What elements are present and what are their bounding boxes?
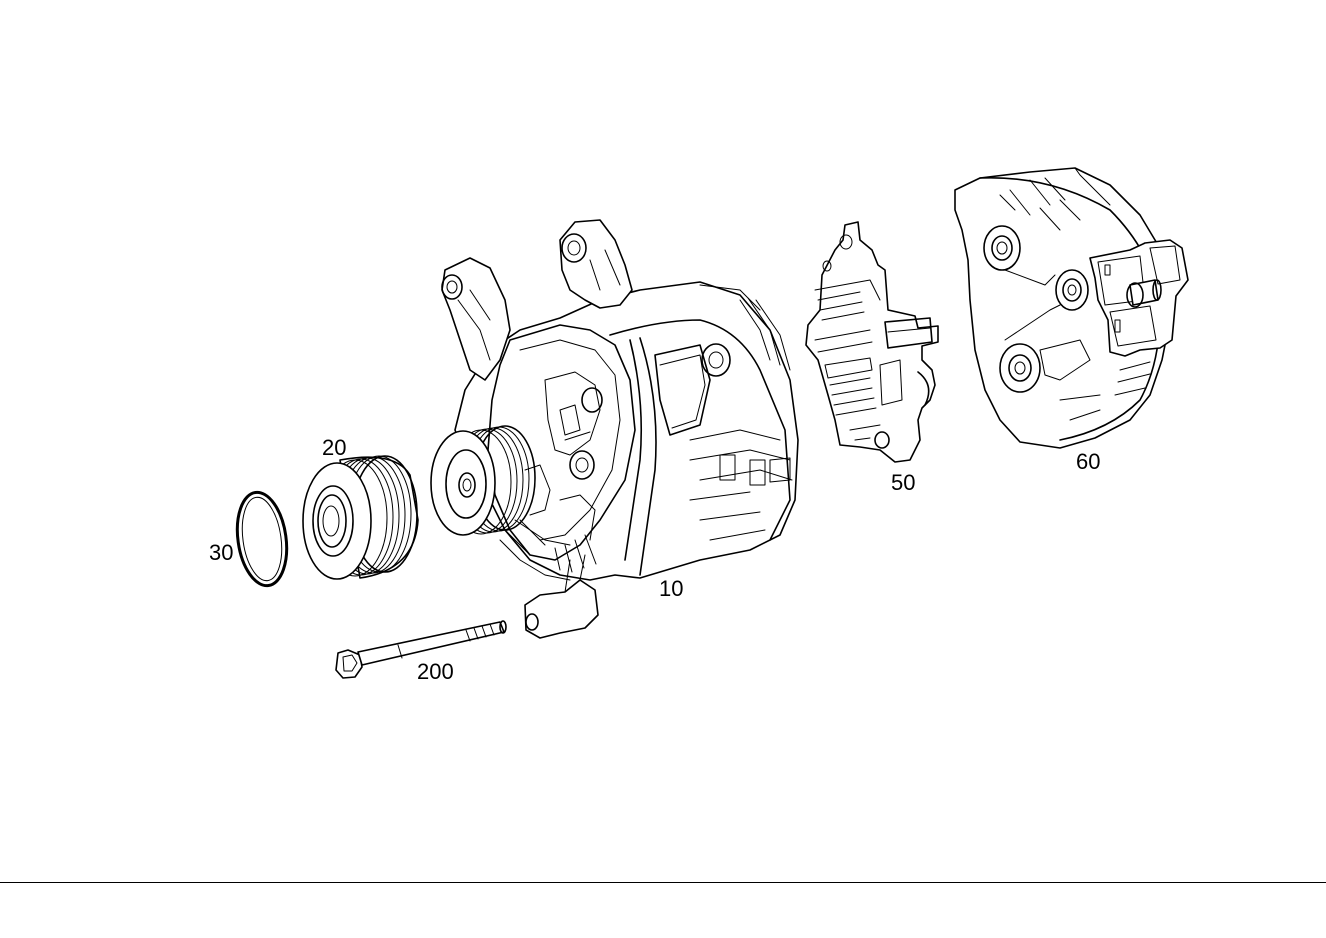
regulator-part[interactable]	[805, 221, 939, 463]
bolt-part[interactable]	[335, 620, 507, 679]
alternator-part[interactable]	[430, 219, 799, 639]
pulley-part[interactable]	[302, 455, 419, 580]
label-60: 60	[1076, 449, 1100, 474]
label-30: 30	[209, 540, 233, 565]
label-10: 10	[659, 576, 683, 601]
label-20: 20	[322, 435, 346, 460]
rear-cover-part[interactable]	[954, 167, 1189, 449]
label-50: 50	[891, 470, 915, 495]
footer-divider-line	[0, 882, 1326, 883]
cap-ring-part[interactable]	[232, 489, 293, 589]
label-200: 200	[417, 659, 454, 684]
